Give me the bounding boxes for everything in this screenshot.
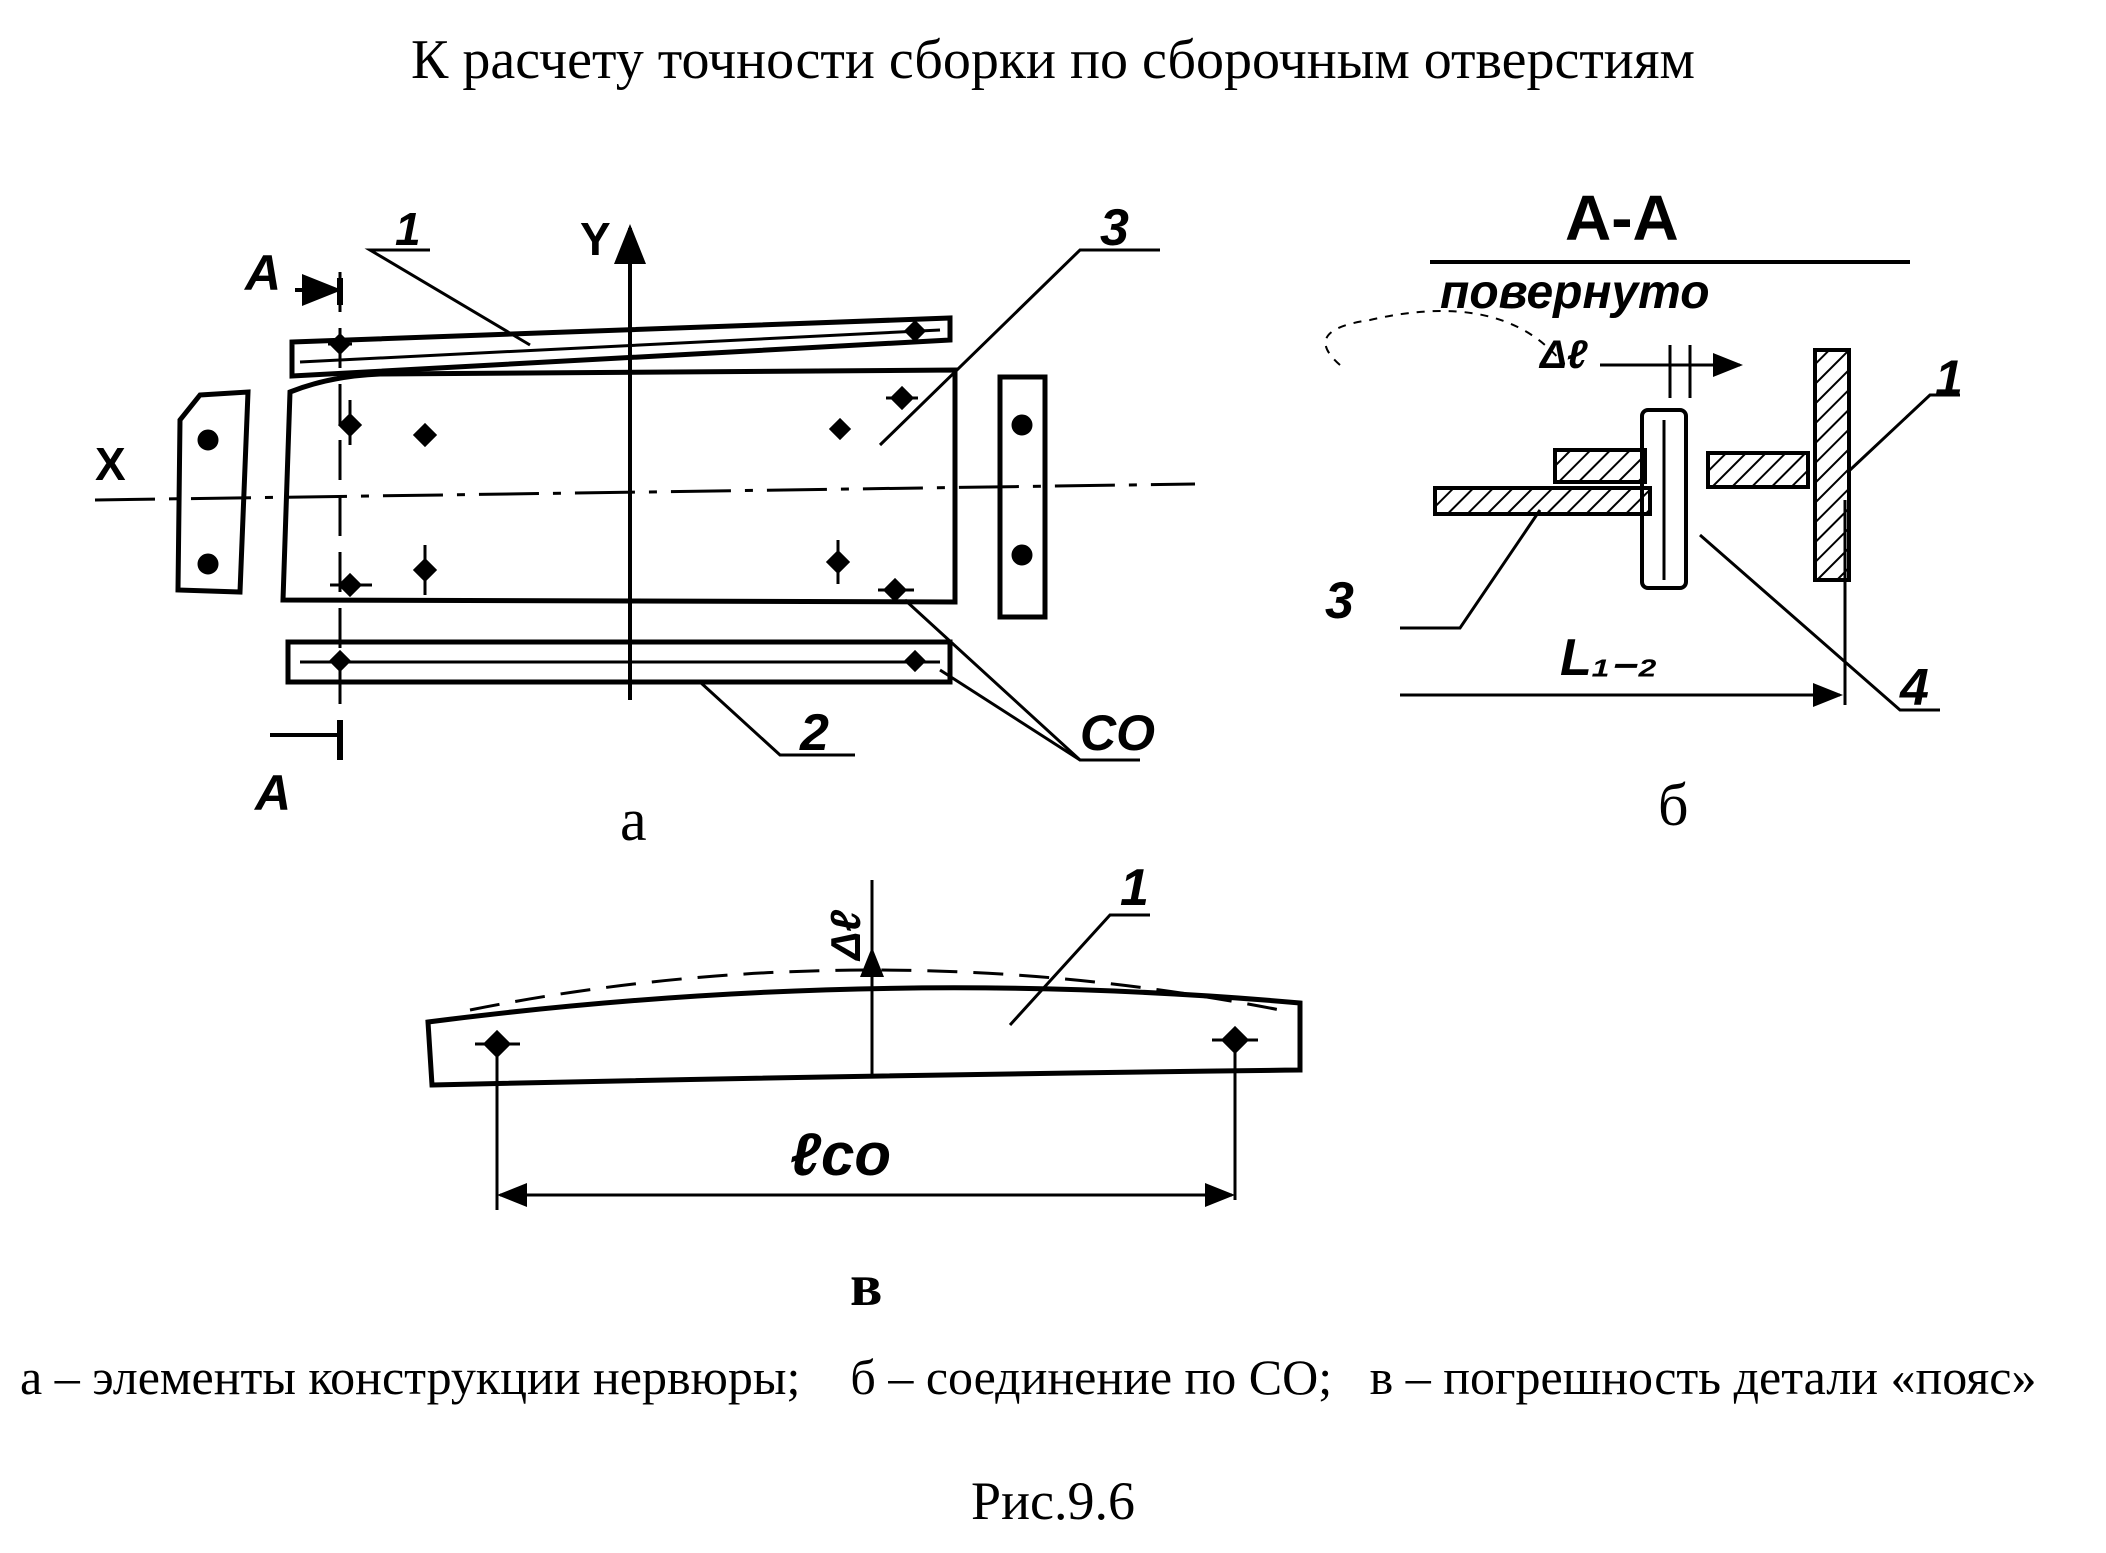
- section-mark-bottom: А: [253, 765, 291, 821]
- callout-1-a: 1: [395, 203, 421, 255]
- axis-x-label: X: [95, 438, 126, 490]
- callout-co-a: СО: [1080, 705, 1155, 761]
- view-v: [425, 880, 1303, 1210]
- view-b: [1324, 260, 1960, 712]
- assembly-holes-a: [197, 319, 1033, 673]
- callout-1-v: 1: [1120, 859, 1149, 917]
- flange-part-1-section: [1813, 348, 1851, 582]
- callout-1-b: 1: [1935, 350, 1963, 406]
- flange-part-1-profile: [425, 985, 1303, 1088]
- left-stiffener: [175, 389, 251, 595]
- section-title: А-А: [1565, 182, 1679, 254]
- callout-3-a: 3: [1100, 199, 1129, 257]
- view-b-label: б: [1658, 772, 1689, 838]
- lower-flange-part-2: [285, 639, 953, 685]
- view-a: [94, 224, 1196, 770]
- view-v-label: в: [850, 1252, 882, 1318]
- callout-4-b: 4: [1899, 659, 1929, 717]
- leaders-a: [364, 248, 1160, 762]
- dim-label-b: L₁₋₂: [1560, 629, 1657, 687]
- section-note: повернуто: [1440, 266, 1710, 319]
- upper-flange-part-1: [289, 315, 953, 379]
- plate-part-3-section: [1433, 486, 1652, 516]
- view-a-label: а: [620, 787, 647, 853]
- plate-part-3: [280, 367, 958, 605]
- figure-number: Рис.9.6: [971, 1471, 1135, 1531]
- x-axis: [94, 482, 1196, 502]
- figure-title: К расчету точности сборки по сборочным о…: [411, 29, 1695, 91]
- assembly-holes-v: [475, 1025, 1258, 1059]
- dim-label-v: ℓсо: [790, 1121, 891, 1188]
- callout-3-b: 3: [1325, 572, 1354, 630]
- pin-part-4: [1640, 408, 1688, 590]
- delta-label-b: Δℓ: [1538, 333, 1588, 377]
- axis-y-label: Y: [580, 213, 611, 265]
- figure-caption: а – элементы конструкции нервюры; б – со…: [20, 1345, 2100, 1409]
- delta-label-v: Δℓ: [822, 910, 869, 962]
- caption-part-a: а – элементы конструкции нервюры;: [20, 1349, 801, 1405]
- right-stiffener: [997, 374, 1048, 620]
- caption-part-v: в – погрешность детали «пояс»: [1369, 1349, 2037, 1405]
- caption-part-b: б – соединение по СО;: [850, 1349, 1333, 1405]
- section-mark-top: А: [243, 245, 281, 301]
- callout-2-a: 2: [799, 704, 829, 762]
